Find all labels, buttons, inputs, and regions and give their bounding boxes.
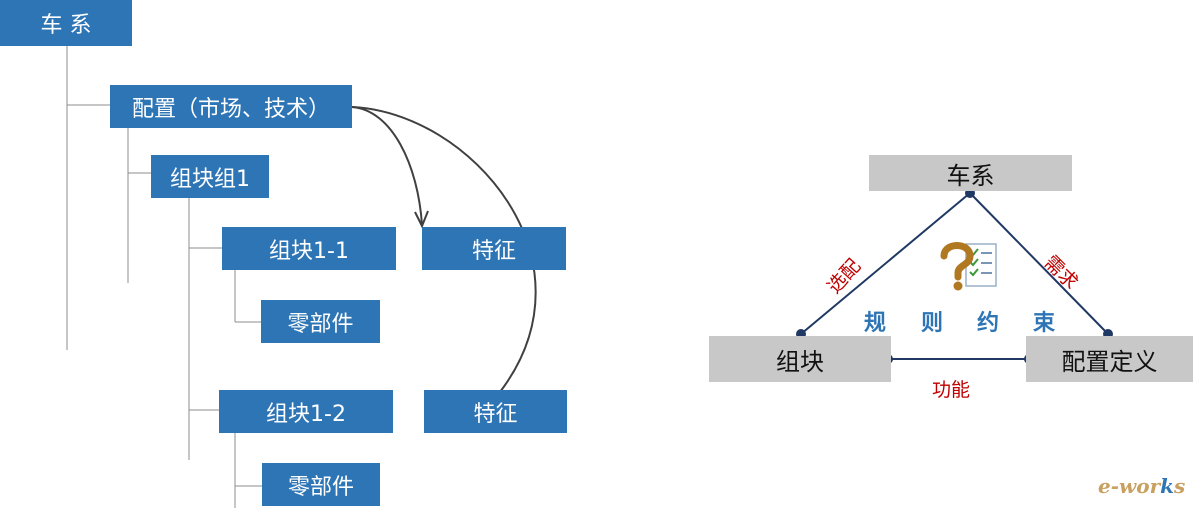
rule-char-2: 则	[921, 311, 944, 336]
feature-node-2: 特征	[424, 390, 567, 433]
triangle-top-node: 车系	[869, 155, 1072, 191]
rule-char-4: 束	[1033, 311, 1056, 336]
group-node: 组块组1	[151, 155, 269, 198]
config-node: 配置（市场、技术）	[110, 85, 352, 128]
parts-node-2: 零部件	[262, 463, 380, 506]
edge-label-bottom: 功能	[932, 379, 971, 401]
block-node-1: 组块1-1	[222, 227, 396, 270]
block-node-2: 组块1-2	[219, 390, 393, 433]
triangle-right-node: 配置定义	[1026, 336, 1193, 382]
triangle-left-node: 组块	[709, 336, 891, 382]
root-node: 车 系	[0, 0, 132, 46]
feature-node-1: 特征	[422, 227, 566, 270]
rule-char-1: 规	[864, 311, 887, 336]
question-checklist-icon	[940, 242, 997, 291]
rule-char-3: 约	[977, 311, 1000, 336]
eworks-logo: e-works	[1098, 474, 1186, 498]
parts-node-1: 零部件	[261, 300, 380, 343]
